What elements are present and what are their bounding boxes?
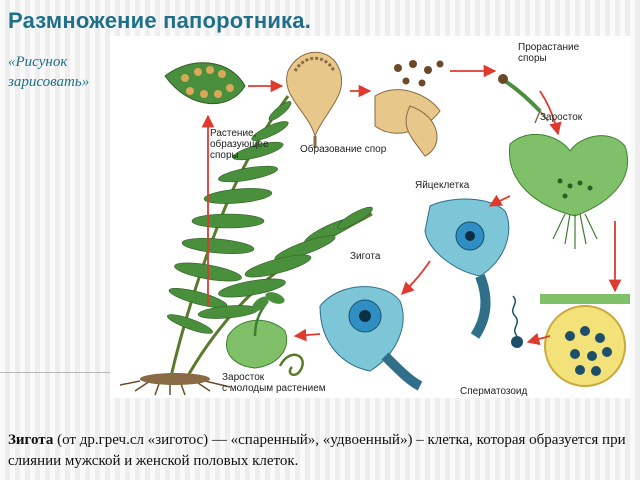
archegonium — [424, 198, 510, 339]
label-spore-germination: Прорастание споры — [518, 42, 580, 64]
label-spore-formation: Образование спор — [300, 144, 387, 155]
definition-caption: Зигота (от др.греч.сл «зиготос) — «спаре… — [8, 430, 632, 472]
prothallus — [508, 133, 629, 249]
caption-term: Зигота — [8, 432, 54, 448]
label-prothallus: Заросток — [540, 112, 583, 123]
opening-sporangium — [374, 60, 444, 157]
life-cycle-illustration — [119, 51, 630, 396]
divider-line — [0, 372, 110, 373]
antheridium — [540, 294, 630, 387]
sperm-cell — [511, 295, 523, 348]
pinna-with-sori — [164, 62, 246, 105]
slide-subtitle: «Рисунок зарисовать» — [8, 54, 90, 90]
label-young-plant: Заросток с молодым растением — [222, 372, 326, 394]
young-plant-on-prothallus — [226, 292, 288, 369]
sporangium — [286, 51, 343, 148]
caption-text: (от др.греч.сл «зиготос) — «спаренный», … — [8, 432, 626, 469]
label-sperm: Сперматозоид — [460, 386, 528, 397]
label-zygote: Зигота — [350, 251, 381, 262]
label-spore-plant: Растение, образующее споры — [210, 128, 269, 161]
germinating-spore — [498, 74, 549, 124]
fern-life-cycle-figure: Прорастание споры Заросток Растение, обр… — [110, 36, 630, 398]
zygote-archegonium — [319, 286, 423, 391]
cycle-arrows — [201, 64, 622, 346]
fern-plant — [119, 95, 373, 396]
slide-title: Размножение папоротника. — [8, 8, 312, 33]
label-egg-cell: Яйцеклетка — [415, 180, 470, 191]
